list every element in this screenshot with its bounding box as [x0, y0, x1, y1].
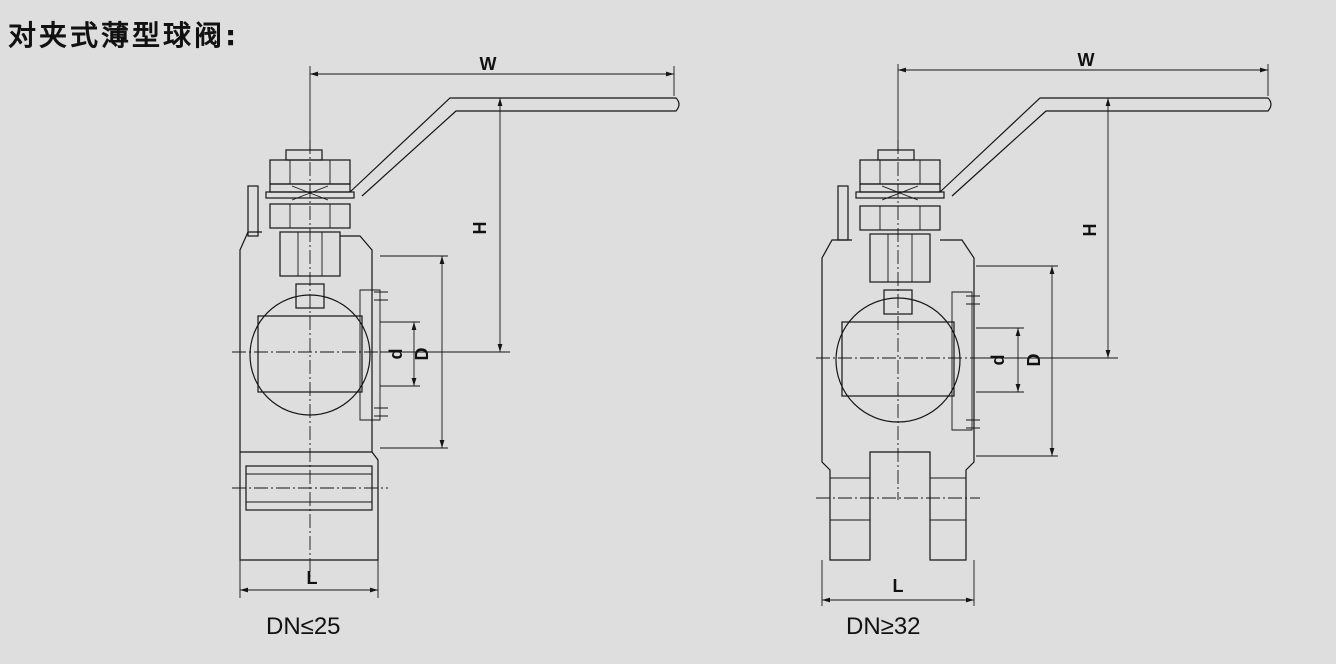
- dim-label-d-inner: d: [386, 349, 406, 360]
- stem-nuts: [247, 149, 355, 237]
- dim-label-d-outer: D: [1024, 354, 1044, 367]
- stem-nuts: [837, 149, 945, 241]
- dim-label-d-outer: D: [412, 348, 432, 361]
- dim-label-l: L: [893, 576, 904, 596]
- valve-view-dn25: W H D d L: [232, 54, 680, 598]
- valve-body: [821, 239, 975, 561]
- valve-view-dn32: W H D d L: [816, 50, 1272, 606]
- dim-label-h: H: [470, 222, 490, 235]
- dim-label-d-inner: d: [988, 355, 1008, 366]
- caption-dn32: DN≥32: [846, 613, 921, 640]
- dim-label-l: L: [307, 568, 318, 588]
- caption-dn25: DN≤25: [266, 613, 341, 640]
- valve-body: [239, 231, 379, 561]
- dim-label-w: W: [1078, 50, 1095, 70]
- handle-lever: [349, 97, 680, 197]
- stem-gland: [869, 233, 931, 283]
- dim-label-w: W: [480, 54, 497, 74]
- dim-label-h: H: [1080, 224, 1100, 237]
- page-title: 对夹式薄型球阀:: [8, 19, 240, 52]
- handle-lever: [939, 97, 1272, 197]
